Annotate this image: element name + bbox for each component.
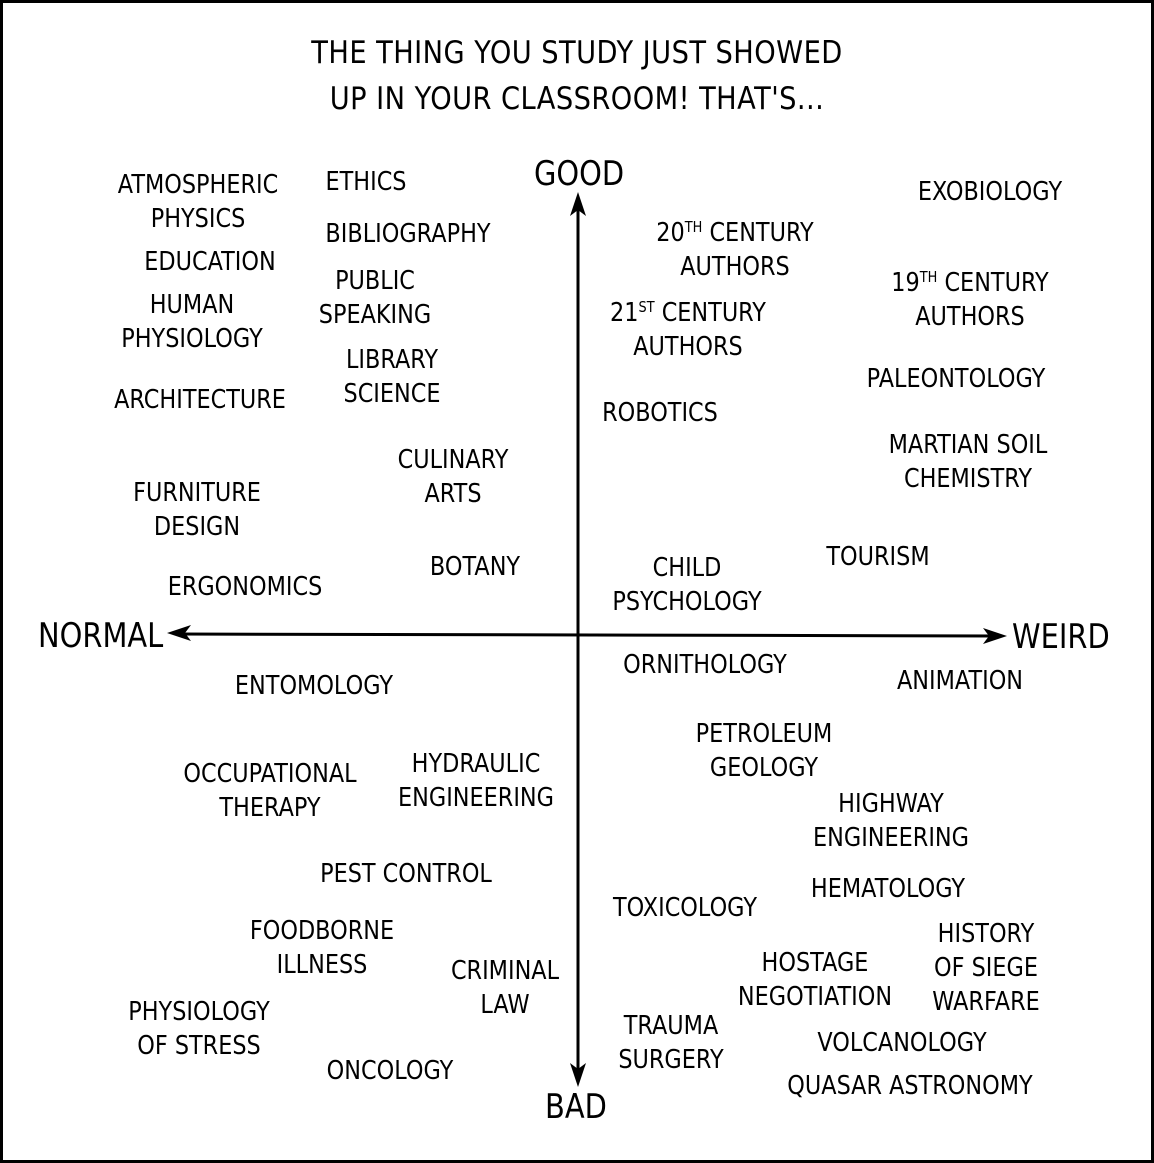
axis-label-good: GOOD (534, 154, 625, 194)
arrow-down-icon (570, 1063, 586, 1087)
item-quasar-astronomy: QUASAR ASTRONOMY (787, 1071, 1033, 1101)
horizontal-axis-line (175, 632, 999, 638)
item-ornithology: ORNITHOLOGY (623, 650, 787, 680)
item-pest-control: PEST CONTROL (320, 859, 492, 889)
item-robotics: ROBOTICS (602, 398, 718, 428)
item-paleontology: PALEONTOLOGY (866, 364, 1046, 394)
item-exobiology: EXOBIOLOGY (917, 177, 1063, 207)
axis-label-weird: WEIRD (1012, 617, 1110, 657)
item-animation: ANIMATION (896, 666, 1024, 696)
axis-label-bad: BAD (545, 1087, 607, 1127)
item-ergonomics: ERGONOMICS (167, 572, 323, 602)
item-tourism: TOURISM (826, 542, 930, 572)
item-volcanology: VOLCANOLOGY (817, 1028, 987, 1058)
arrow-left-icon (167, 625, 191, 641)
comic-title: THE THING YOU STUDY JUST SHOWED UP IN YO… (69, 30, 1085, 122)
arrow-up-icon (570, 192, 586, 216)
axis-label-normal: NORMAL (38, 616, 164, 656)
arrow-right-icon (983, 628, 1007, 644)
item-oncology: ONCOLOGY (326, 1056, 454, 1086)
item-hematology: HEMATOLOGY (810, 874, 966, 904)
item-entomology: ENTOMOLOGY (234, 671, 394, 701)
title-line-2: UP IN YOUR CLASSROOM! THAT'S... (329, 81, 825, 117)
title-line-1: THE THING YOU STUDY JUST SHOWED (311, 35, 843, 71)
item-bibliography: BIBLIOGRAPHY (325, 219, 491, 249)
item-ethics: ETHICS (325, 167, 407, 197)
item-education: EDUCATION (144, 247, 276, 277)
item-toxicology: TOXICOLOGY (612, 893, 758, 923)
item-botany: BOTANY (429, 552, 521, 582)
item-architecture: ARCHITECTURE (114, 385, 286, 415)
